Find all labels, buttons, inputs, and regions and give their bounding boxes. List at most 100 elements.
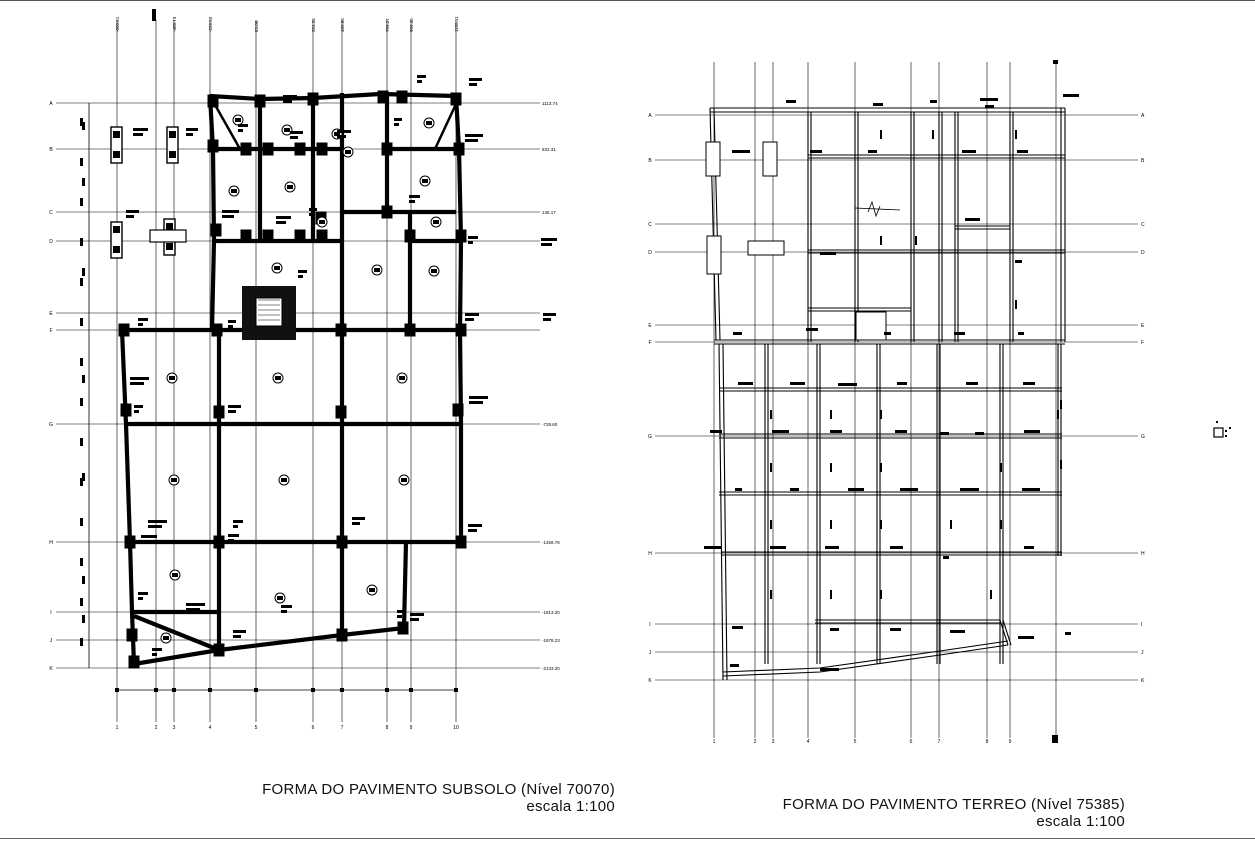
annotation-tick (1057, 410, 1059, 419)
grid-row-label-right: F (1141, 340, 1144, 346)
dimension-tick (80, 438, 83, 446)
caption-terreo-scale: escala 1:100 (1036, 813, 1125, 830)
dimension-tick (409, 688, 413, 692)
annotation-text-mark (469, 396, 488, 399)
margin-mark (82, 122, 85, 130)
grid-col-label: 9 (1009, 739, 1012, 745)
annotation-text-mark (233, 525, 238, 528)
annotation-text-mark (966, 382, 978, 385)
annotation-text-mark (868, 150, 877, 153)
axis-top-label: 480.66 (340, 18, 345, 32)
slab-marker-fill (334, 132, 340, 136)
annotation-tick (880, 236, 882, 245)
annotation-tick (915, 236, 917, 245)
annotation-text-mark (130, 377, 149, 380)
grid-col-label: 3 (173, 725, 176, 731)
column-pillar (316, 142, 328, 156)
column-pillar (128, 655, 140, 669)
caption-subsolo-scale: escala 1:100 (526, 798, 615, 815)
stair-void (255, 297, 283, 327)
annotation-text-mark (884, 332, 891, 335)
annotation-text-mark (186, 608, 200, 611)
north-symbol-icon (1213, 421, 1231, 438)
margin-mark (82, 576, 85, 584)
annotation-text-mark (943, 556, 949, 559)
annotation-text-mark (394, 118, 402, 121)
grid-row-label: I (50, 610, 51, 616)
annotation-text-mark (138, 318, 148, 321)
annotation-text-mark (417, 80, 422, 83)
grid-col-label: 7 (341, 725, 344, 731)
column-pillar (207, 139, 219, 153)
grid-row-label-right: I (1141, 622, 1142, 628)
grid-col-label: 9 (410, 725, 413, 731)
slab-marker-fill (235, 118, 241, 122)
annotation-text-mark (838, 383, 857, 386)
annotation-text-mark (975, 432, 984, 435)
beam (209, 91, 457, 102)
annotation-text-mark (134, 405, 143, 408)
annotation-text-mark (1063, 94, 1079, 97)
slab-marker-fill (319, 220, 325, 224)
annotation-text-mark (228, 534, 239, 537)
annotation-text-mark (890, 628, 901, 631)
slab-marker-fill (369, 588, 375, 592)
annotation-text-mark (126, 215, 134, 218)
annotation-text-mark (397, 610, 406, 613)
column-pillar (240, 142, 252, 156)
column-pillar (336, 535, 348, 549)
column-pillar (316, 229, 328, 243)
annotation-text-mark (541, 238, 557, 241)
annotation-text-mark (732, 626, 743, 629)
slab-marker-fill (281, 478, 287, 482)
isolated-pillar (166, 126, 179, 164)
margin-mark (82, 268, 85, 276)
annotation-text-mark (710, 430, 722, 433)
annotation-text-mark (283, 95, 297, 98)
annotation-text-mark (790, 382, 805, 385)
grid-row-label: D (49, 239, 53, 245)
dimension-tick (311, 688, 315, 692)
slab-marker-fill (163, 636, 169, 640)
grid-row-label: H (49, 540, 53, 546)
dimension-tick (115, 688, 119, 692)
annotation-text-mark (895, 430, 907, 433)
margin-mark (82, 615, 85, 623)
grid-col-label: 8 (986, 739, 989, 745)
grid-row-label: I (649, 622, 650, 628)
annotation-tick (1000, 520, 1002, 529)
annotation-text-mark (290, 131, 303, 134)
annotation-text-mark (138, 592, 148, 595)
slab-marker-fill (287, 185, 293, 189)
diagonal-beam (433, 103, 458, 150)
annotation-text-mark (283, 100, 292, 103)
grid-row-label-right: C (1141, 222, 1145, 228)
annotation-text-mark (730, 664, 739, 667)
stair-block (762, 141, 778, 177)
grid-row-label-right: D (1141, 250, 1145, 256)
annotation-text-mark (1018, 636, 1034, 639)
annotation-text-mark (410, 613, 424, 616)
annotation-text-mark (141, 540, 152, 543)
dimension-tick (80, 598, 83, 606)
annotation-text-mark (465, 139, 478, 142)
stair-block (747, 240, 785, 256)
beam (133, 614, 220, 652)
annotation-text-mark (465, 313, 479, 316)
annotation-tick (1060, 460, 1062, 469)
annotation-text-mark (281, 610, 287, 613)
annotation-text-mark (940, 432, 949, 435)
grid-col-label: 8 (386, 725, 389, 731)
column-pillar (404, 229, 416, 243)
grid-col-label: 1 (116, 725, 119, 731)
annotation-text-mark (960, 488, 979, 491)
beam (453, 95, 464, 542)
slab-marker-fill (345, 150, 351, 154)
isolated-pillar-core (113, 226, 120, 233)
annotation-tick (880, 590, 882, 599)
annotation-text-mark (541, 243, 552, 246)
annotation-text-mark (290, 136, 298, 139)
dimension-tick (80, 398, 83, 406)
grid-row-label: K (648, 678, 652, 684)
